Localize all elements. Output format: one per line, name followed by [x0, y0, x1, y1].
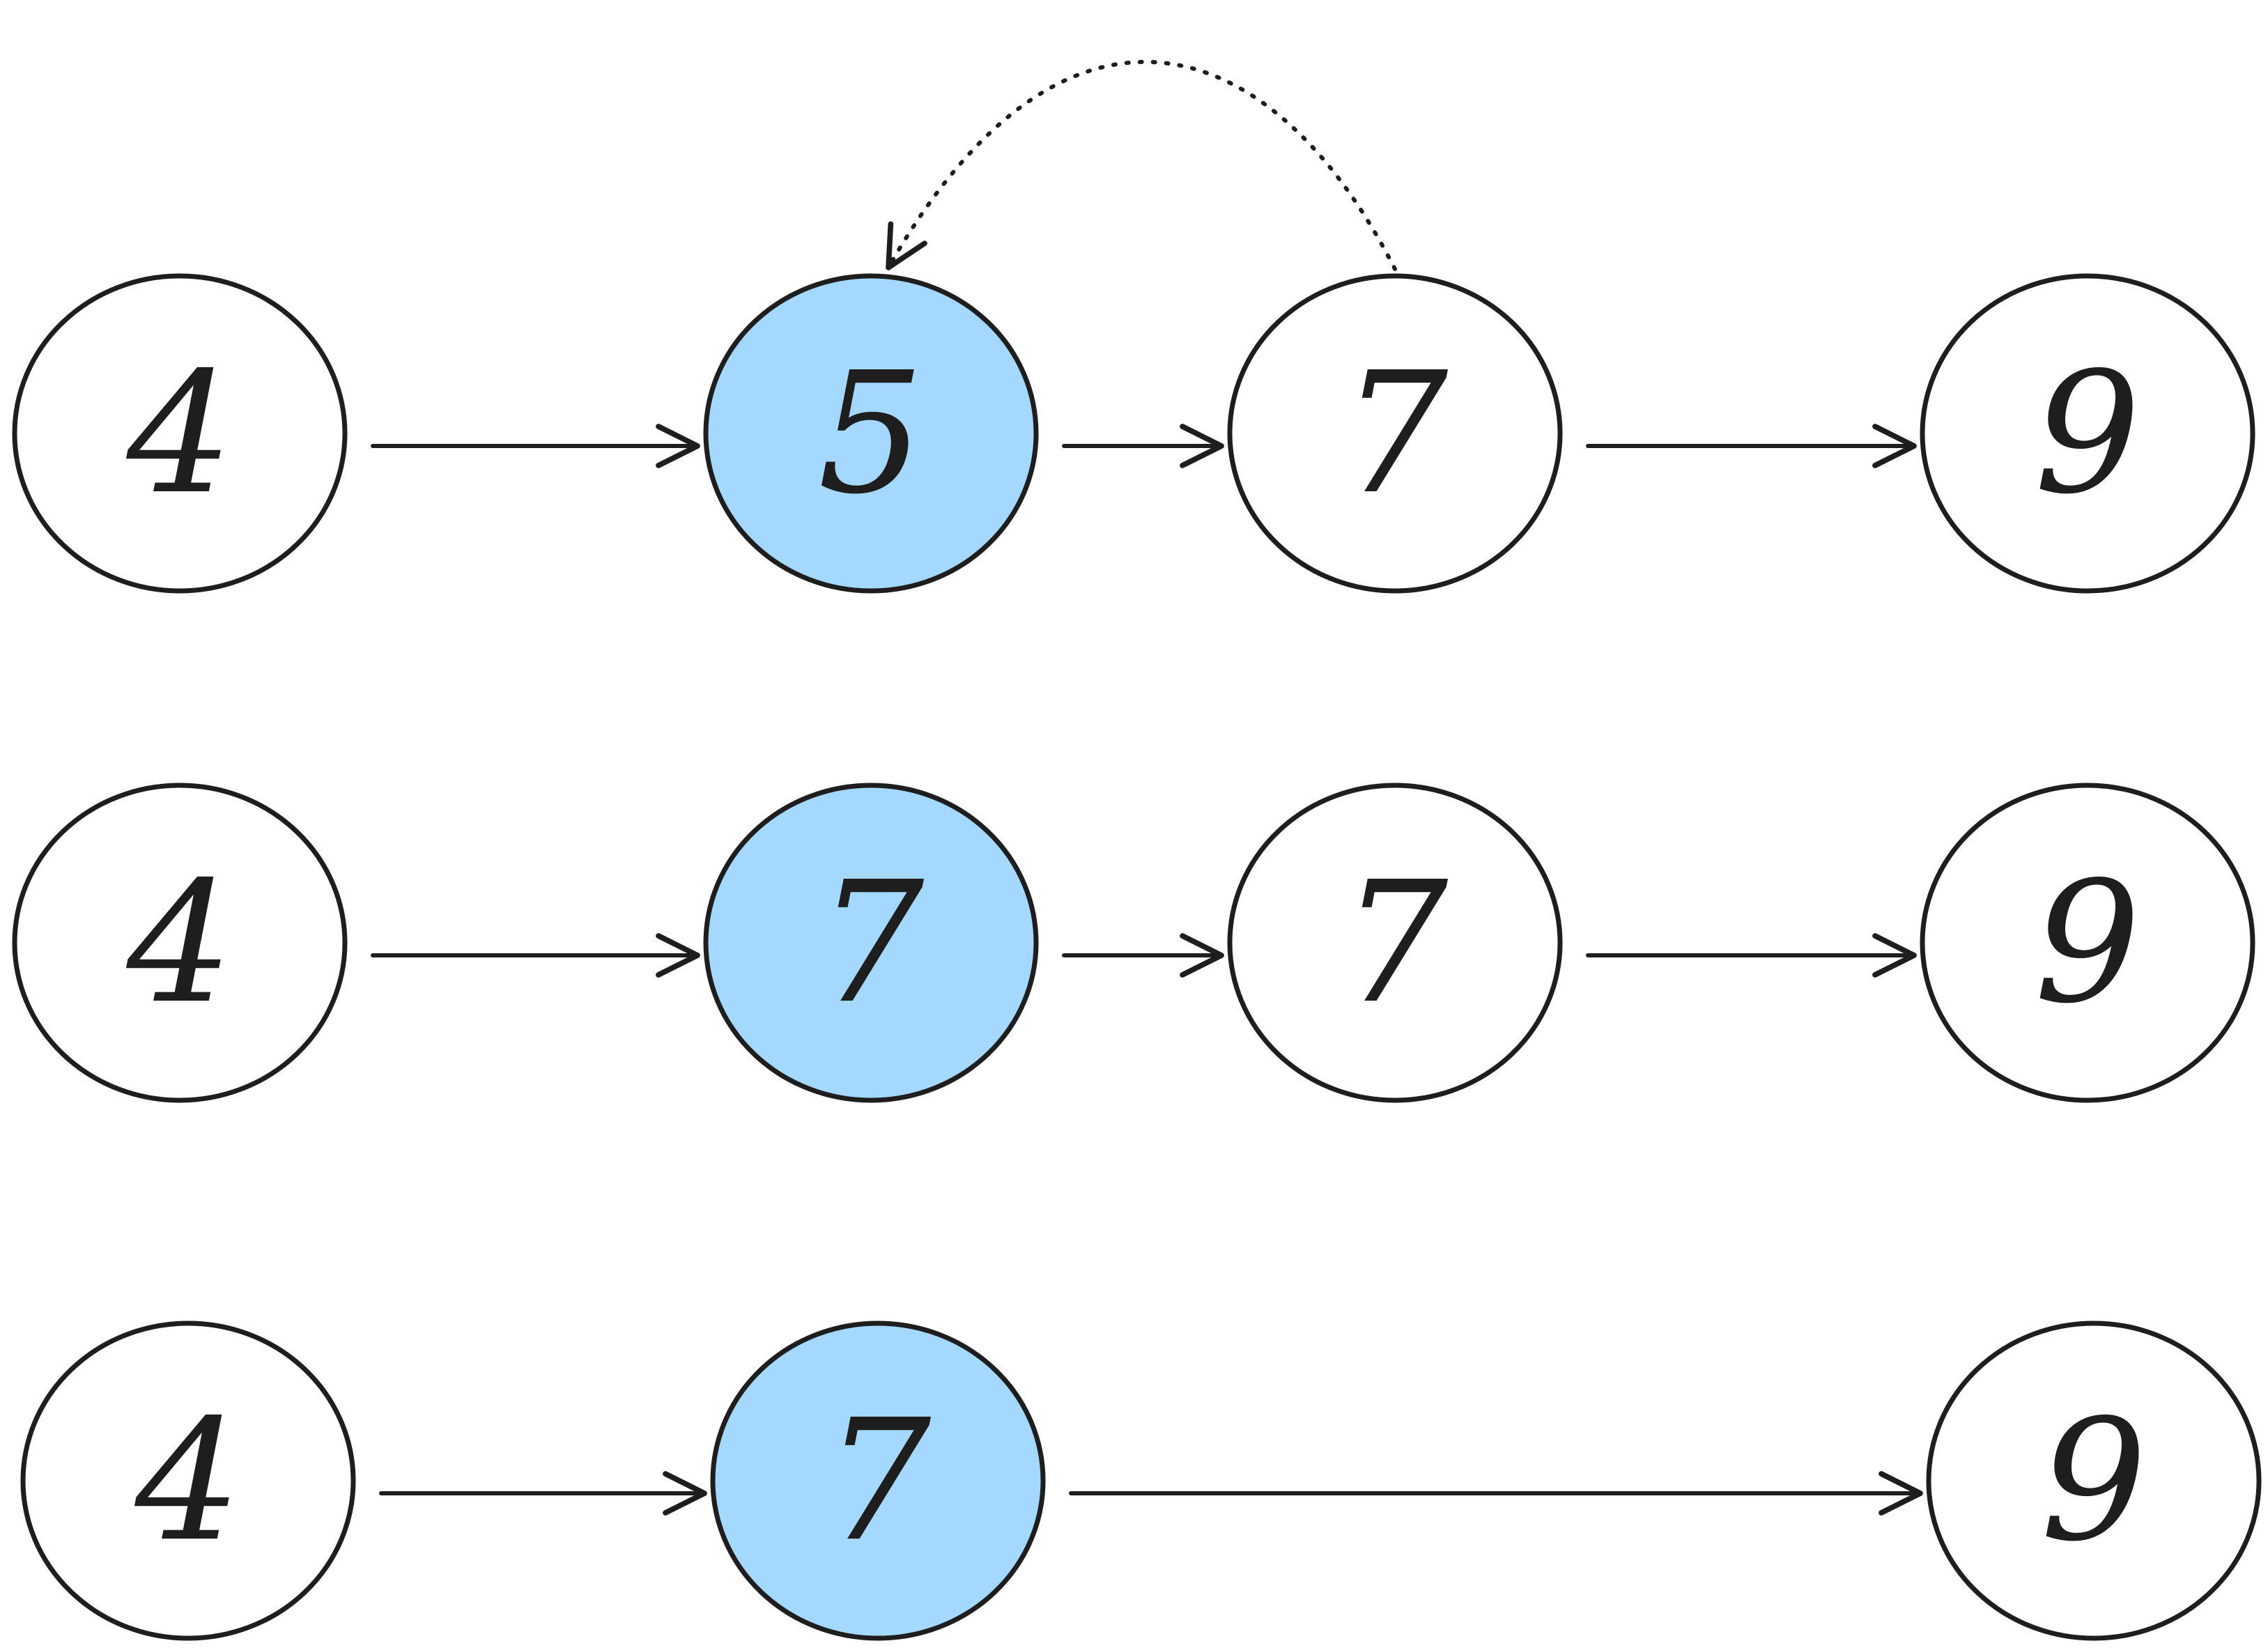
- list-node: 4: [20, 1320, 356, 1641]
- list-node: 9: [1920, 783, 2255, 1103]
- list-node: 5: [703, 273, 1039, 594]
- list-node: 4: [12, 273, 348, 594]
- node-value: 7: [1342, 336, 1449, 531]
- list-node: 7: [1227, 273, 1563, 594]
- node-circle: [1227, 783, 1563, 1103]
- node-value: 9: [2035, 336, 2141, 531]
- list-node: 4: [12, 783, 348, 1103]
- list-row-2: 4 7 7 9: [12, 783, 2255, 1103]
- node-value: 9: [2041, 1383, 2147, 1578]
- highlighted-node-circle: [703, 273, 1039, 594]
- node-circle: [12, 783, 348, 1103]
- node-value: 4: [126, 845, 233, 1040]
- highlighted-node-circle: [703, 783, 1039, 1103]
- dotted-back-arrow: [886, 59, 1397, 271]
- list-row-3: 4 7 9: [20, 1320, 2262, 1641]
- node-circle: [1920, 783, 2255, 1103]
- list-node: 9: [1926, 1320, 2262, 1641]
- edges-layer: [371, 59, 1923, 1516]
- list-node: 7: [710, 1320, 1046, 1641]
- node-circle: [1920, 273, 2255, 594]
- node-circle: [1926, 1320, 2262, 1641]
- node-value: 9: [2035, 845, 2141, 1040]
- node-circle: [20, 1320, 356, 1641]
- list-node: 7: [703, 783, 1039, 1103]
- node-value: 7: [825, 1383, 932, 1578]
- node-circle: [1227, 273, 1563, 594]
- highlighted-node-circle: [710, 1320, 1046, 1641]
- node-value: 7: [1342, 845, 1449, 1040]
- node-circle: [12, 273, 348, 594]
- nodes-layer: 4 5 7 9 4 7 7 9 4 7 9: [12, 273, 2262, 1641]
- node-value: 4: [134, 1383, 242, 1578]
- node-value: 4: [126, 336, 233, 531]
- list-node: 9: [1920, 273, 2255, 594]
- list-row-1: 4 5 7 9: [12, 273, 2255, 594]
- node-value: 7: [818, 845, 925, 1040]
- list-node: 7: [1227, 783, 1563, 1103]
- node-value: 5: [818, 336, 925, 531]
